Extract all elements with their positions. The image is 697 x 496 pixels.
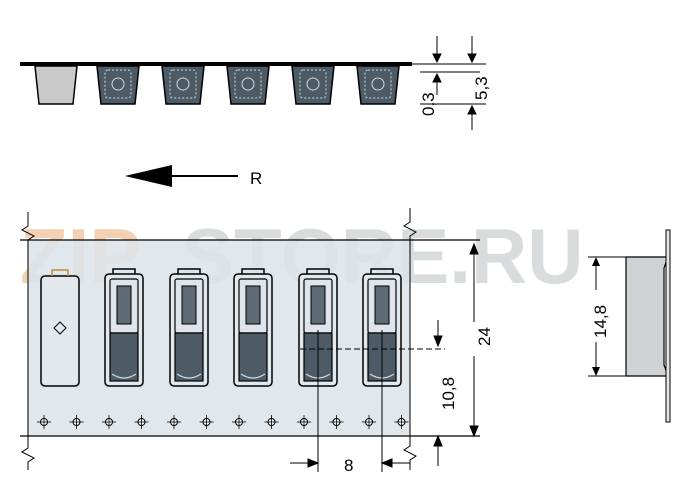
sprocket-hole [297, 415, 311, 429]
component-pattern [241, 77, 255, 91]
arrow-head [469, 425, 479, 438]
sprocket-hole [232, 415, 246, 429]
pocket-tab [241, 268, 265, 274]
sprocket-hole [102, 415, 116, 429]
dim-hole-to-pocket: 10,8 [439, 377, 458, 410]
pocket-tab [51, 269, 69, 276]
filled-pocket [96, 65, 140, 105]
pocket-body [226, 65, 270, 105]
component-pattern [364, 69, 392, 99]
component-pattern [104, 69, 132, 99]
component-pattern [234, 69, 262, 99]
component-detail [245, 285, 261, 325]
arrow-head [433, 434, 443, 447]
tape-side-edge [665, 229, 671, 423]
pocket-outline [40, 275, 80, 387]
dim-component-length: 14,8 [591, 305, 610, 338]
pocket-tab [112, 268, 136, 274]
filled-pocket [161, 65, 205, 105]
pocket-tab [177, 268, 201, 274]
component-lip [176, 373, 202, 379]
component-pattern [176, 77, 190, 91]
component-in-pocket [233, 268, 273, 387]
component-body [238, 332, 268, 382]
profile-view [20, 62, 412, 105]
pocket-tab [306, 268, 330, 274]
break-mark-right [403, 208, 417, 470]
arrow-head [125, 165, 172, 187]
pocket-body [291, 65, 335, 105]
sprocket-holes [37, 415, 409, 429]
arrow-head [380, 458, 393, 468]
pocket-body [96, 65, 140, 105]
component-in-pocket [104, 268, 144, 387]
sprocket-hole [69, 415, 84, 429]
component-pattern [306, 77, 320, 91]
component-body [174, 332, 204, 382]
arrow-head [432, 72, 442, 83]
empty-pocket [34, 65, 78, 105]
break-mark-left [21, 212, 35, 470]
filled-pockets [96, 65, 400, 105]
sprocket-hole [394, 415, 409, 429]
component-pattern [169, 69, 197, 99]
filled-pocket [291, 65, 335, 105]
pocket-body [161, 65, 205, 105]
component-detail [310, 285, 326, 325]
direction-arrow [125, 165, 238, 187]
sprocket-hole [264, 415, 279, 429]
component-in-pocket [169, 268, 209, 387]
filled-pocket [356, 65, 400, 105]
component-body [109, 332, 139, 382]
carrier-tape [27, 240, 410, 436]
component-lip [240, 373, 266, 379]
arrow-head [433, 335, 443, 348]
dim-pitch: 8 [344, 456, 353, 475]
component-lip [111, 373, 137, 379]
arrow-head [592, 367, 600, 376]
arrow-head [307, 458, 320, 468]
dim-cover-thickness: 0,3 [419, 92, 438, 116]
sprocket-hole [199, 415, 214, 429]
pocket-tab [370, 268, 394, 274]
component-pattern [371, 77, 385, 91]
pocket-body [356, 65, 400, 105]
component-pattern [299, 69, 327, 99]
sprocket-hole [329, 415, 344, 429]
direction-label: R [250, 169, 262, 188]
component-pattern [111, 77, 125, 91]
filled-pocket [226, 65, 270, 105]
sprocket-hole [362, 415, 376, 429]
sprocket-hole [167, 415, 181, 429]
profile-dimensions [412, 36, 486, 130]
arrow-head [467, 53, 477, 64]
component-detail [116, 285, 132, 325]
plan-dimensions [290, 242, 479, 472]
sprocket-hole [37, 415, 51, 429]
component-detail [181, 285, 197, 325]
arrow-head [469, 242, 479, 255]
empty-pocket-plan [40, 269, 80, 387]
arrow-head [467, 104, 477, 115]
sprocket-hole [134, 415, 149, 429]
dim-tape-width: 24 [475, 327, 494, 346]
arrow-head [432, 53, 442, 64]
diamond-mark [53, 321, 67, 335]
arrow-head [592, 257, 600, 266]
component-detail [374, 285, 390, 325]
dim-pocket-depth: 5,3 [472, 76, 491, 100]
component-side-body [625, 256, 669, 377]
side-view [588, 229, 671, 423]
